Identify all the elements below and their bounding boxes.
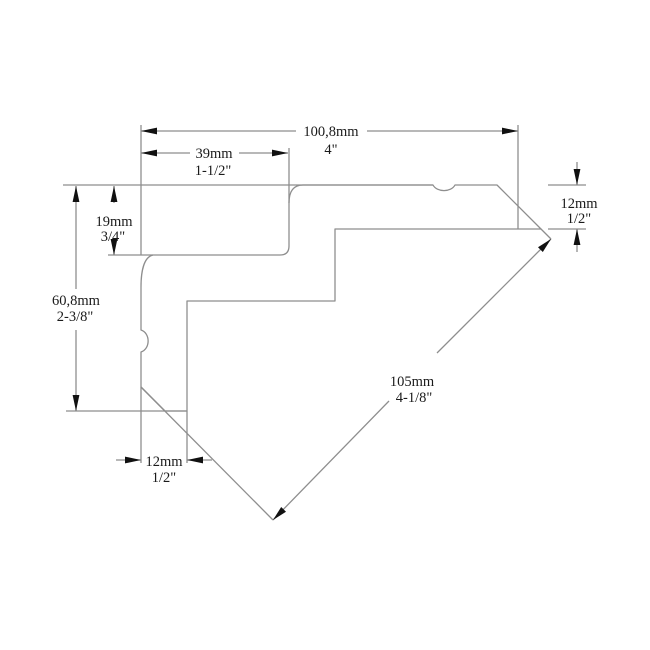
rebate-depth-mm-label: 19mm (95, 214, 133, 230)
arrow-up-icon (573, 229, 581, 245)
moulding-cross-section (140, 184, 542, 412)
arrow-down-left-icon (273, 507, 286, 520)
diagonal-span-mm-label: 105mm (390, 374, 435, 390)
dimension-arrowheads (72, 127, 581, 520)
rebate-depth-inch-label: 3/4" (101, 229, 126, 245)
overall-width-mm-label: 100,8mm (303, 124, 359, 140)
diagonal-span-inch-label: 4-1/8" (396, 390, 433, 406)
arrow-up-right-icon (538, 239, 551, 252)
rebate-width-mm-label: 39mm (195, 146, 233, 162)
dimension-labels: 100,8mm 4" 39mm 1-1/2" 19mm 3/4" 60,8mm … (52, 124, 598, 486)
bottom-flange-mm-label: 12mm (145, 454, 183, 470)
arrow-down-icon (72, 395, 80, 411)
profile-outline (140, 184, 542, 412)
arrow-down-icon (573, 169, 581, 185)
arrow-up-icon (72, 186, 80, 202)
diagonal-dim-line-lower (272, 400, 390, 521)
diagonal-upper-extension-line (540, 228, 552, 240)
arrow-left-icon (141, 149, 157, 157)
overall-height-inch-label: 2-3/8" (57, 309, 94, 325)
arrow-right-icon (125, 456, 141, 464)
arrow-down-icon (110, 239, 118, 255)
arrow-right-icon (502, 127, 518, 135)
arrow-right-icon (272, 149, 288, 157)
arrow-left-icon (187, 456, 203, 464)
right-flange-inch-label: 1/2" (567, 211, 592, 227)
overall-width-inch-label: 4" (324, 142, 337, 158)
diagonal-lower-extension-line (140, 386, 274, 521)
right-flange-mm-label: 12mm (560, 196, 598, 212)
extension-lines (63, 125, 586, 521)
overall-height-mm-label: 60,8mm (52, 293, 101, 309)
rebate-width-inch-label: 1-1/2" (195, 163, 232, 179)
arrow-left-icon (141, 127, 157, 135)
arrow-up-icon (110, 186, 118, 202)
diagonal-dim-line-upper (436, 238, 552, 354)
bottom-flange-inch-label: 1/2" (152, 470, 177, 486)
